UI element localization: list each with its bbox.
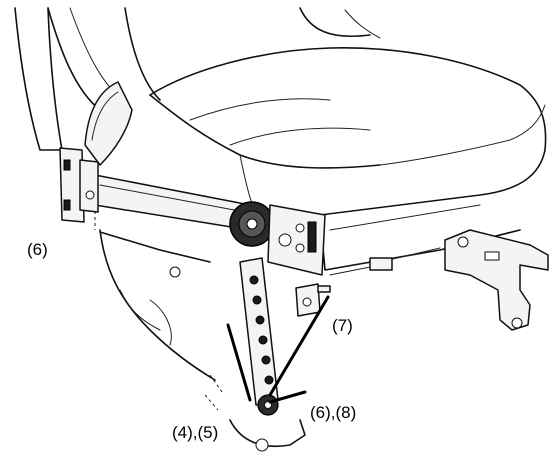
leader-line-7 <box>268 295 330 397</box>
seat-side-frame <box>94 174 251 231</box>
callout-4-5: (4),(5) <box>172 423 218 442</box>
leader-line-4-5 <box>226 323 252 402</box>
adjuster-strap <box>239 257 279 416</box>
leader-line-6-8 <box>268 390 307 404</box>
seat-back-side-panel <box>84 81 133 166</box>
callout-6-8: (6),(8) <box>310 403 356 422</box>
seat-back <box>14 7 381 151</box>
left-hinge-bracket <box>59 147 99 223</box>
seat-rail-bracket <box>295 229 549 331</box>
callout-7: (7) <box>332 316 353 335</box>
recliner-mechanism <box>229 201 326 276</box>
seat-base <box>99 229 306 452</box>
callout-6-left: (6) <box>27 240 48 259</box>
leader-lines <box>226 295 330 404</box>
